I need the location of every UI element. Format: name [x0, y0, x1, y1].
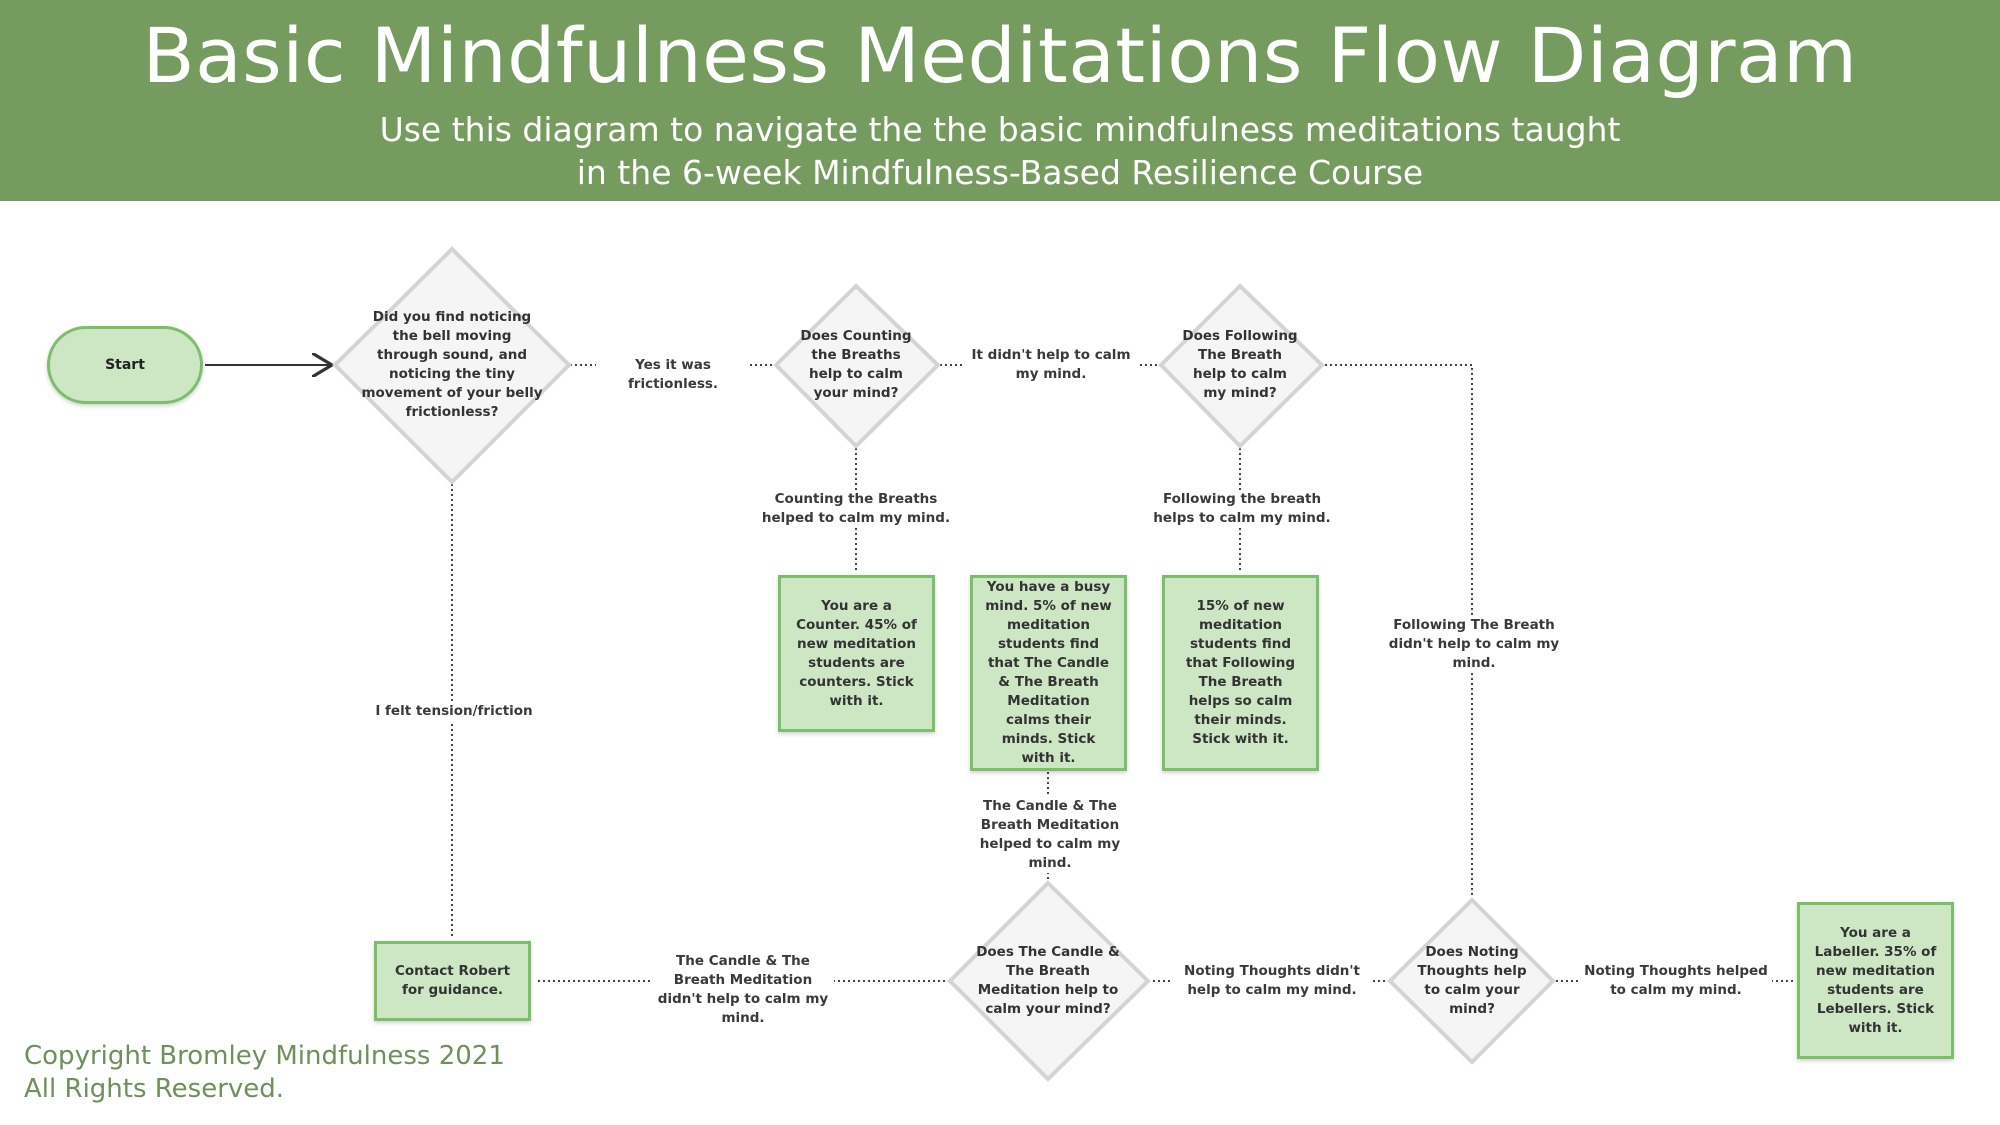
- result-busy-mind-box: You have a busy mind. 5% of new meditati…: [970, 575, 1127, 771]
- decision-d4: Does The Candle & The Breath Meditation …: [976, 944, 1120, 1017]
- edge-d3-to-d5: [1325, 364, 1473, 895]
- edge-label-counting-helped: Counting the Breaths helped to calm my m…: [756, 490, 956, 528]
- decision-d3: Does Following The Breath help to calm m…: [1182, 328, 1298, 401]
- copyright-notice: Copyright Bromley Mindfulness 2021 All R…: [24, 1040, 505, 1106]
- copyright-line-2: All Rights Reserved.: [24, 1074, 285, 1104]
- edge-label-following-didnt: Following The Breath didn't help to calm…: [1376, 616, 1572, 673]
- decision-d2-shape: [773, 283, 941, 449]
- result-following-box: 15% of new meditation students find that…: [1162, 575, 1319, 771]
- edge-label-felt-tension: I felt tension/friction: [372, 702, 536, 721]
- subtitle-line-1: Use this diagram to navigate the the bas…: [379, 110, 1621, 149]
- page-subtitle: Use this diagram to navigate the the bas…: [0, 108, 2000, 194]
- edge-label-candle-helped: The Candle & The Breath Meditation helpe…: [956, 797, 1144, 873]
- result-contact-box: Contact Robert for guidance.: [374, 941, 531, 1021]
- result-counter-box: You are a Counter. 45% of new meditation…: [778, 575, 935, 732]
- copyright-line-1: Copyright Bromley Mindfulness 2021: [24, 1041, 505, 1071]
- decision-d2: Does Counting the Breaths help to calm y…: [800, 328, 912, 401]
- edge-label-following-helps: Following the breath helps to calm my mi…: [1142, 490, 1342, 528]
- edge-label-candle-didnt: The Candle & The Breath Meditation didn'…: [652, 952, 834, 1028]
- decision-d5: Does Noting Thoughts help to calm your m…: [1417, 944, 1527, 1017]
- start-terminal: Start: [47, 326, 203, 404]
- edge-label-yes-frictionless: Yes it was frictionless.: [596, 356, 750, 394]
- result-labeller-box: You are a Labeller. 35% of new meditatio…: [1797, 902, 1954, 1059]
- subtitle-line-2: in the 6-week Mindfulness-Based Resilien…: [576, 153, 1424, 192]
- page-title: Basic Mindfulness Meditations Flow Diagr…: [142, 11, 1858, 100]
- decision-d5-shape: [1387, 897, 1556, 1065]
- decision-d3-shape: [1158, 283, 1325, 449]
- decision-d4-shape: [947, 880, 1151, 1082]
- edge-label-noting-didnt: Noting Thoughts didn't help to calm my m…: [1172, 962, 1372, 1000]
- edge-label-didnt-help: It didn't help to calm my mind.: [964, 346, 1138, 384]
- decision-d1-shape: [332, 246, 572, 485]
- decision-d1: Did you find noticing the bell moving th…: [361, 309, 543, 420]
- header-banner: Basic Mindfulness Meditations Flow Diagr…: [0, 0, 2000, 201]
- edge-label-noting-helped: Noting Thoughts helped to calm my mind.: [1580, 962, 1772, 1000]
